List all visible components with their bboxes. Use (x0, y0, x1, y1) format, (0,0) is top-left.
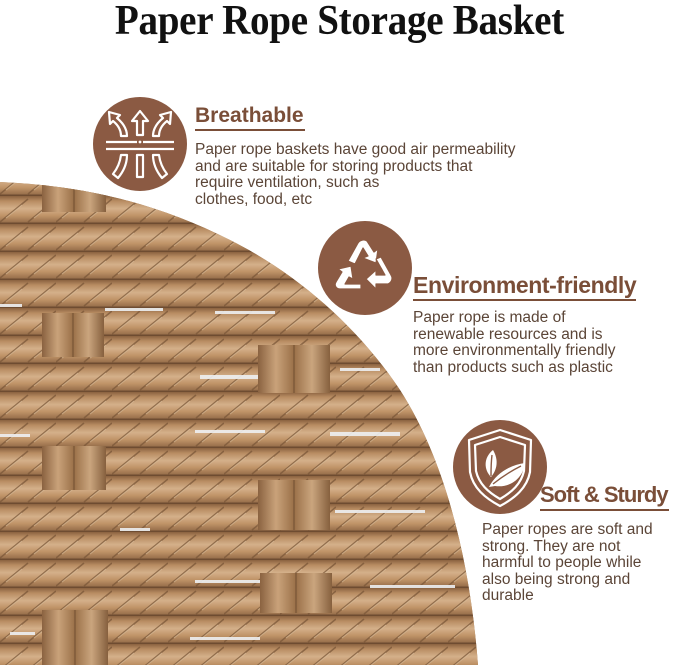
page-title: Paper Rope Storage Basket (0, 0, 679, 46)
description-line: Paper ropes are soft and (482, 521, 653, 538)
feature-description-breathable: Paper rope baskets have good air permeab… (195, 141, 516, 208)
description-line: clothes, food, etc (195, 190, 313, 208)
airflow-arrows-icon (106, 109, 174, 180)
description-line: Paper rope baskets have good air permeab… (195, 141, 516, 158)
description-line: durable (482, 587, 534, 604)
environment-badge (318, 221, 412, 315)
description-line: and are suitable for storing products th… (195, 157, 473, 175)
feature-title-breathable: Breathable (195, 103, 305, 131)
feature-description-soft-sturdy: Paper ropes are soft and strong. They ar… (482, 521, 653, 605)
title-text: Paper Rope Storage Basket (114, 0, 565, 44)
breathable-badge (93, 97, 187, 191)
description-line: Paper rope is made of (413, 309, 566, 326)
feature-title-soft-sturdy: Soft & Sturdy (540, 481, 669, 511)
description-line: strong. They are not (482, 537, 621, 555)
description-line: require ventilation, such as (195, 174, 380, 191)
description-line: than products such as plastic (413, 358, 613, 376)
feature-title-environment-friendly: Environment-friendly (413, 271, 637, 301)
description-line: harmful to people while (482, 554, 642, 571)
feature-description-environment-friendly: Paper rope is made of renewable resource… (413, 309, 616, 376)
description-line: renewable resources and is (413, 325, 603, 343)
description-line: more environmentally friendly (413, 342, 616, 359)
recycle-icon (334, 239, 393, 290)
description-line: also being strong and (482, 570, 631, 588)
soft-sturdy-badge (453, 420, 547, 514)
shield-leaf-icon (467, 428, 533, 508)
